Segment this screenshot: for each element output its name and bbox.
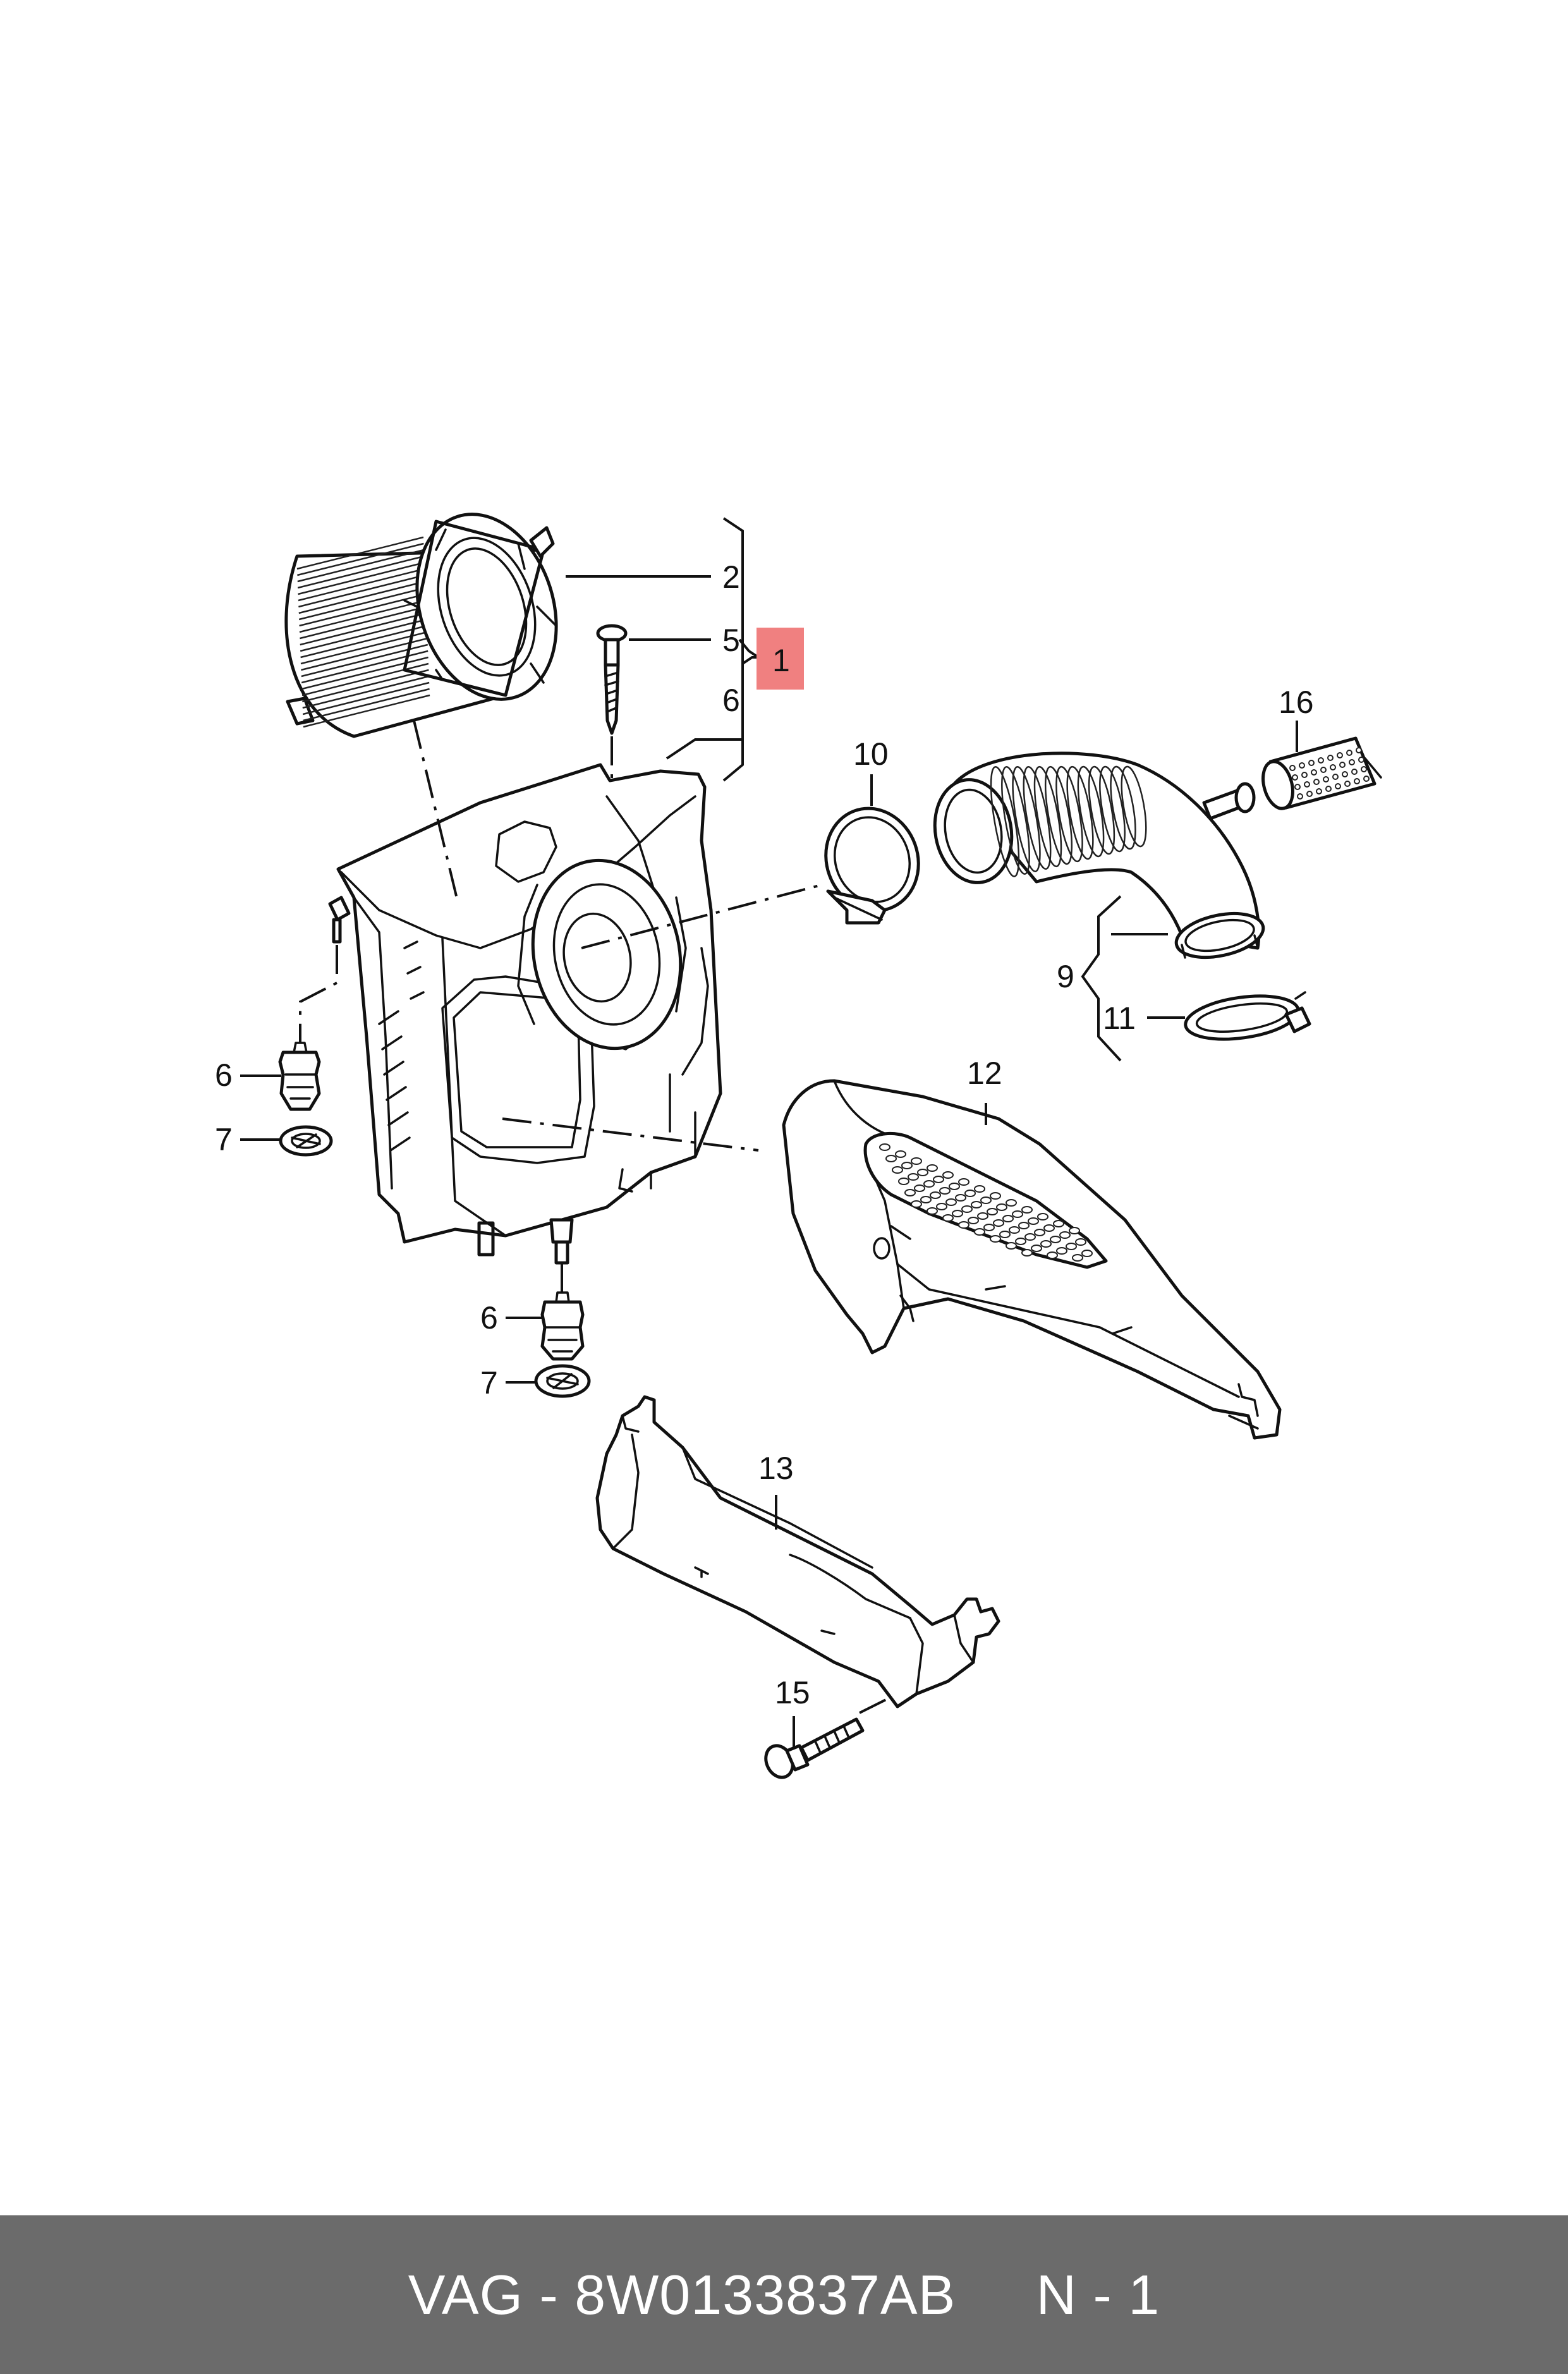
washer-left (279, 1125, 333, 1157)
air-box-housing (328, 763, 722, 1265)
assembly-line-mount-left (299, 945, 338, 1043)
perforated-sleeve-part-16 (1261, 736, 1382, 810)
callout-6-left: 6 (215, 1057, 233, 1093)
callout-15: 15 (775, 1675, 810, 1710)
callout-7-left: 7 (215, 1122, 233, 1157)
separator: - (523, 2263, 575, 2326)
part-number-footer: VAG - 8W0133837AB N - 1 (0, 2215, 1568, 2374)
callout-1-highlight (757, 628, 804, 690)
brand-label: VAG (408, 2263, 524, 2326)
callout-11: 11 (1103, 1001, 1136, 1036)
rubber-mount-left (278, 1042, 321, 1111)
leader-lines (240, 517, 1298, 1748)
callout-5: 5 (722, 623, 740, 658)
air-filter-element (284, 513, 558, 738)
bolt-part-15 (764, 1717, 865, 1779)
callout-16: 16 (1279, 685, 1314, 720)
assembly-line-duct (502, 1117, 759, 1152)
intake-duct-part-12 (782, 1079, 1282, 1440)
screw-part-5 (596, 624, 628, 735)
callout-9: 9 (1057, 959, 1074, 994)
callout-12: 12 (967, 1056, 1002, 1091)
hose-clamp-part-11 (1184, 991, 1311, 1041)
spacer (956, 2263, 1036, 2327)
intake-hose-part-9 (933, 752, 1265, 959)
assembly-line-filter (413, 720, 459, 904)
callout-10: 10 (853, 736, 889, 772)
hose-clamp-part-10 (824, 807, 920, 925)
quantity-label: N - 1 (1036, 2263, 1160, 2326)
washer-bottom (534, 1364, 591, 1398)
rubber-mount-bottom (540, 1291, 585, 1361)
callout-13: 13 (758, 1451, 794, 1486)
callout-7-bottom: 7 (480, 1365, 498, 1401)
callout-6-top: 6 (722, 683, 740, 718)
part-number: 8W0133837AB (574, 2263, 956, 2326)
callout-1: 1 (772, 643, 790, 678)
bracket-part-13 (595, 1395, 1000, 1708)
callout-2: 2 (722, 559, 740, 595)
callout-6-bottom: 6 (480, 1300, 498, 1336)
exploded-parts-diagram: 1 2 5 6 6 7 6 7 9 10 11 12 13 15 16 (215, 513, 1382, 1779)
assembly-line-hose (581, 884, 822, 949)
